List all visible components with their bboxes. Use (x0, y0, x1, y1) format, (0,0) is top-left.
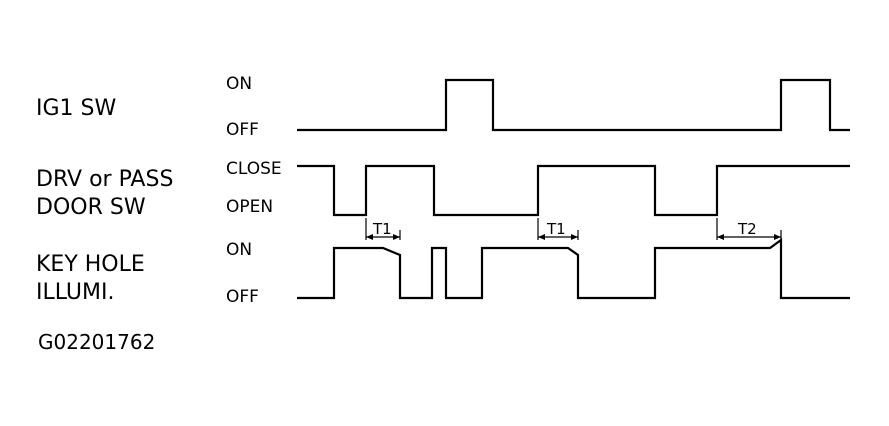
waveform-keyhole (297, 237, 850, 300)
waveform-ig1 (297, 78, 850, 132)
signal-name-line: IG1 SW (36, 96, 117, 121)
timing-marker-t1-first: T1 (365, 218, 401, 240)
state-label-door-open: OPEN (226, 197, 274, 217)
signal-name-keyhole: KEY HOLE ILLUMI. (36, 251, 145, 307)
signal-name-line: ILLUMI. (36, 280, 115, 305)
state-label-ig1-off: OFF (226, 120, 259, 140)
waveform-door (297, 164, 850, 217)
signal-name-line: DOOR SW (36, 195, 146, 220)
state-label-keyhole-on: ON (226, 240, 253, 260)
timing-marker-t1-second: T1 (537, 218, 579, 240)
signal-name-line: DRV or PASS (36, 167, 174, 192)
signal-name-line: KEY HOLE (36, 252, 145, 277)
state-label-keyhole-off: OFF (226, 287, 259, 307)
timing-label: T1 (546, 220, 566, 238)
state-label-door-close: CLOSE (226, 159, 282, 179)
signal-name-door: DRV or PASS DOOR SW (36, 166, 173, 222)
timing-label: T2 (737, 220, 757, 238)
timing-marker-t2: T2 (716, 218, 782, 240)
state-label-ig1-on: ON (226, 74, 253, 94)
figure-code: G02201762 (38, 330, 156, 354)
signal-name-ig1: IG1 SW (36, 95, 116, 123)
timing-label: T1 (372, 220, 392, 238)
